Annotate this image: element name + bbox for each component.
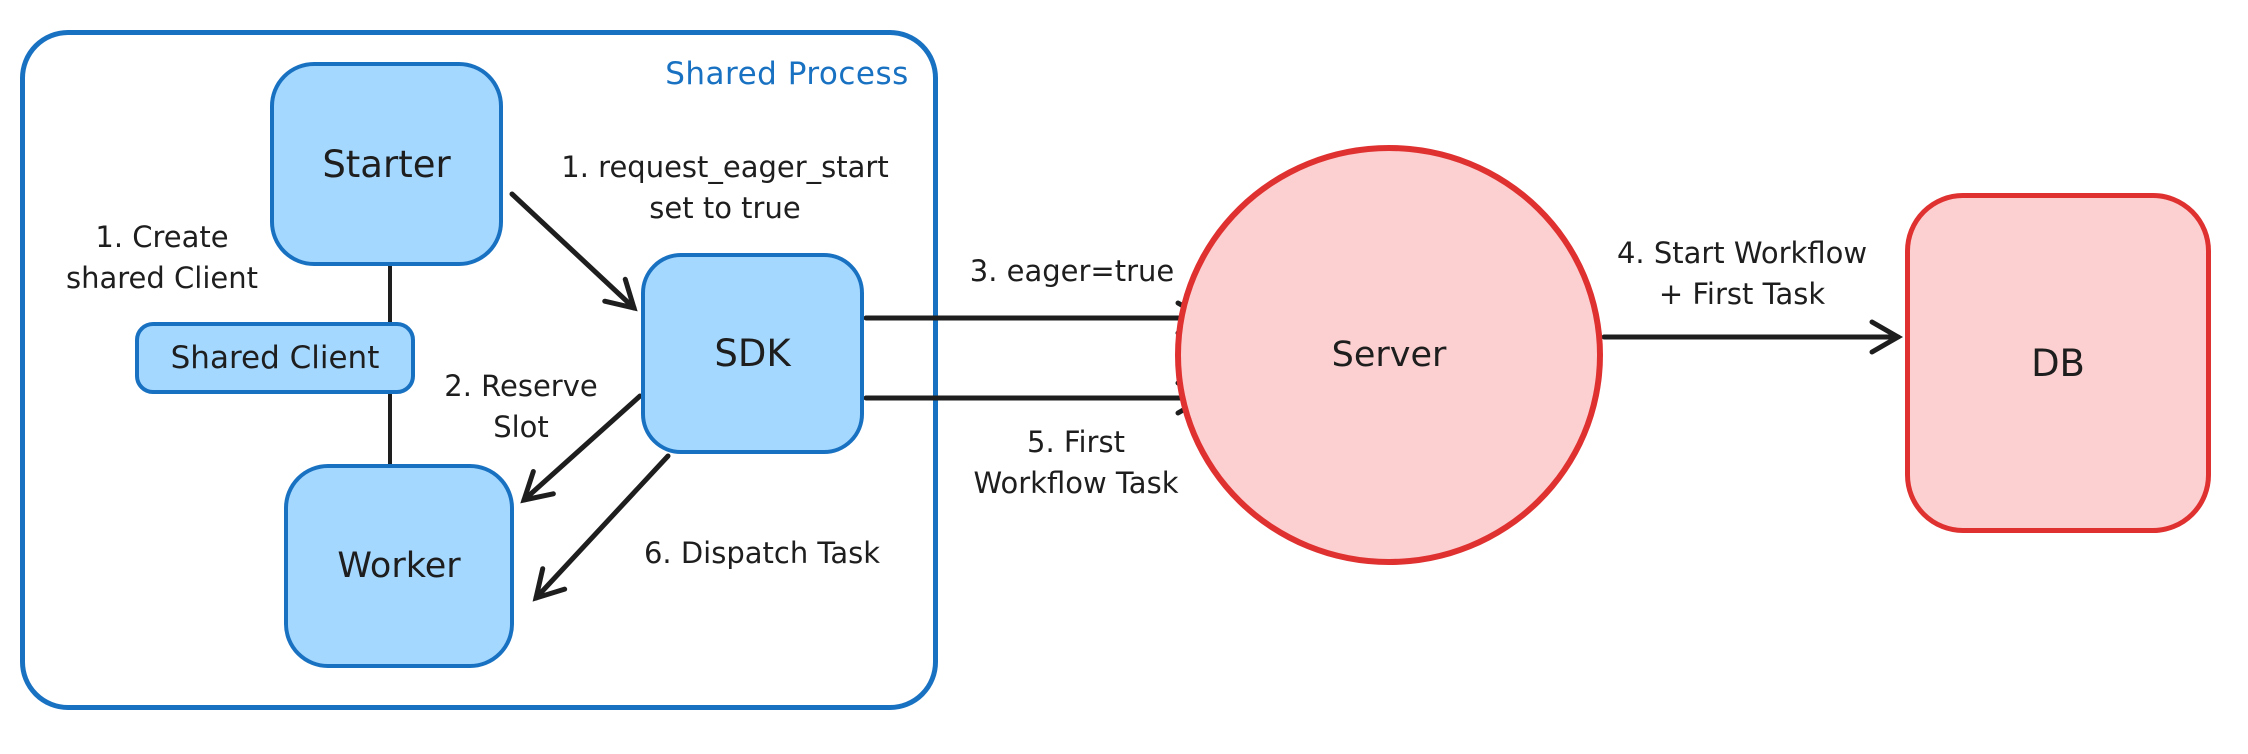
annotation-line: 3. eager=true	[969, 254, 1175, 288]
annotation-line: 5. First	[1027, 425, 1125, 459]
worker-label: Worker	[337, 546, 461, 586]
annotation-start-workflow-first-task: 4. Start Workflow + First Task	[1617, 233, 1867, 315]
annotation-create-shared-client: 1. Create shared Client	[66, 217, 258, 299]
annotation-first-workflow-task: 5. First Workflow Task	[974, 422, 1179, 504]
shared-client-node: Shared Client	[135, 322, 415, 394]
sdk-node: SDK	[641, 253, 864, 454]
annotation-line: set to true	[649, 191, 801, 225]
annotation-dispatch-task: 6. Dispatch Task	[644, 533, 880, 574]
annotation-line: 6. Dispatch Task	[643, 536, 881, 570]
server-label: Server	[1331, 335, 1447, 375]
starter-node: Starter	[270, 62, 503, 266]
db-node: DB	[1905, 193, 2211, 533]
db-label: DB	[2031, 341, 2085, 385]
arrow-request-eager-start	[509, 191, 638, 312]
arrow-reserve-slot	[520, 393, 643, 504]
shared-client-label: Shared Client	[170, 340, 380, 376]
annotation-line: Slot	[493, 410, 549, 444]
annotation-line: shared Client	[66, 261, 258, 295]
annotation-line: 1. request_eager_start	[561, 150, 889, 184]
sdk-label: SDK	[714, 332, 791, 375]
starter-label: Starter	[322, 142, 451, 186]
shared-process-label: Shared Process	[665, 56, 909, 92]
annotation-line: Workflow Task	[973, 466, 1179, 500]
annotation-line: 1. Create	[95, 220, 229, 254]
annotation-line: 4. Start Workflow	[1616, 236, 1868, 270]
arrow-dispatch-task	[532, 453, 671, 602]
annotation-eager-true: 3. eager=true	[970, 251, 1175, 292]
annotation-line: 2. Reserve	[444, 369, 598, 403]
worker-node: Worker	[284, 464, 514, 668]
server-node: Server	[1175, 145, 1603, 565]
shared-process-container	[20, 30, 938, 710]
annotation-line: + First Task	[1658, 277, 1826, 311]
annotation-request-eager-start: 1. request_eager_start set to true	[561, 147, 888, 229]
annotation-reserve-slot: 2. Reserve Slot	[444, 366, 597, 448]
